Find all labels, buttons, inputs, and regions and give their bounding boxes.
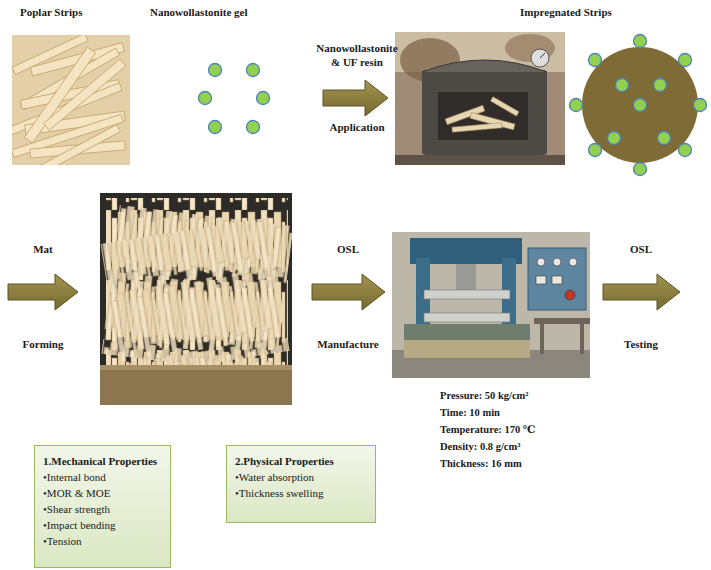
arrow-label: OSL	[630, 243, 652, 257]
arrow-label: Testing	[624, 338, 658, 352]
arrow-label: Mat	[33, 243, 53, 257]
photo-title: Impregnated Strips	[520, 6, 612, 20]
property-item: •Tension	[43, 533, 160, 549]
arrow-label: Nanowollastonite & UF resin	[316, 42, 397, 70]
photo-title: Nanowollastonite gel	[150, 6, 247, 20]
arrow-label: Manufacture	[317, 338, 379, 352]
property-item: •Shear strength	[43, 501, 160, 517]
property-item: •MOR & MOE	[43, 485, 160, 501]
box-heading: 1.Mechanical Properties	[43, 453, 160, 469]
impregnated-strip-circle	[570, 35, 707, 176]
press-parameter: Time: 10 min	[440, 406, 500, 419]
arrow-label: Forming	[23, 338, 64, 352]
press-parameter: Pressure: 50 kg/cm²	[440, 389, 529, 402]
photo-title: Poplar Strips	[20, 6, 82, 20]
press-parameter: Thickness: 16 mm	[440, 457, 522, 470]
mat-photo	[100, 193, 292, 405]
press-parameter: Density: 0.8 g/cm³	[440, 440, 520, 453]
hot-press-photo	[392, 232, 590, 378]
arrow-label: Application	[329, 121, 384, 135]
box-heading: 2.Physical Properties	[235, 453, 365, 469]
poplar-strips-photo	[12, 35, 130, 165]
impregnation-machine-photo	[395, 32, 565, 165]
gel-particles	[199, 64, 270, 134]
property-box: 2.Physical Properties•Water absorption•T…	[226, 445, 376, 523]
property-item: •Internal bond	[43, 469, 160, 485]
property-item: •Impact bending	[43, 517, 160, 533]
press-parameter: Temperature: 170 ℃	[440, 423, 535, 436]
property-item: •Thickness swelling	[235, 485, 365, 501]
property-item: •Water absorption	[235, 469, 365, 485]
property-box: 1.Mechanical Properties•Internal bond•MO…	[34, 445, 171, 568]
arrow-label: OSL	[337, 243, 359, 257]
